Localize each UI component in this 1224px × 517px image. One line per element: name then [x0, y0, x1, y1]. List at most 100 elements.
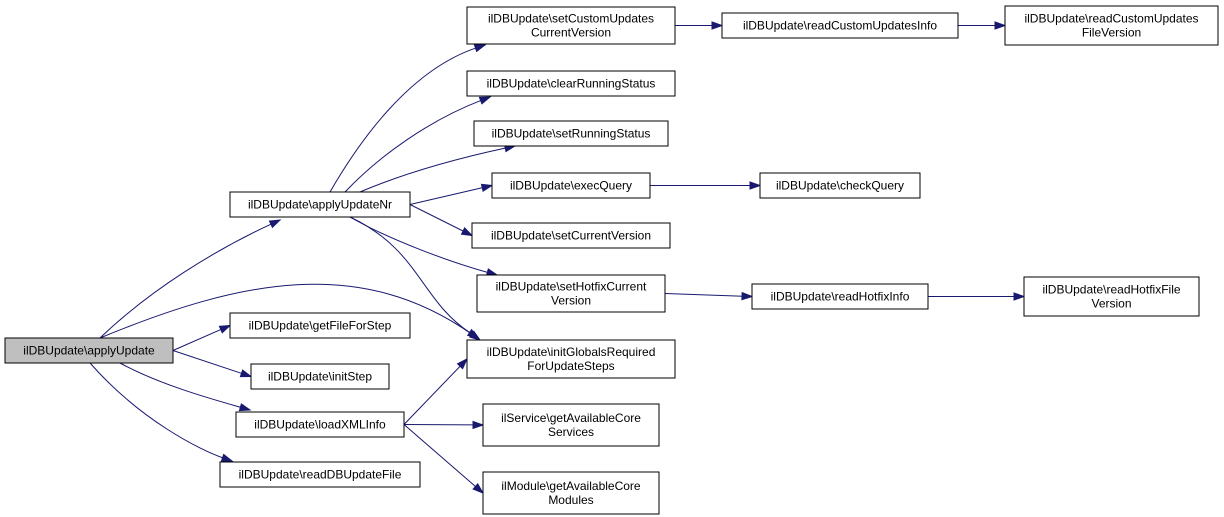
node-box — [721, 12, 959, 39]
node-box — [482, 471, 660, 515]
edge-line — [359, 147, 507, 193]
node-label: ilDBUpdate\applyUpdate — [23, 344, 155, 358]
node-clear-running-status[interactable]: ilDBUpdate\clearRunningStatus — [466, 70, 676, 97]
node-label: ilDBUpdate\clearRunningStatus — [487, 77, 656, 91]
edge-readHotfixInfo-to-readHotfixFileVersion — [928, 292, 1026, 301]
node-load-x-m-l-info[interactable]: ilDBUpdate\loadXMLInfo — [235, 411, 405, 438]
node-label: ForUpdateSteps — [527, 359, 614, 373]
edge-line — [99, 223, 273, 339]
node-set-running-status[interactable]: ilDBUpdate\setRunningStatus — [473, 120, 669, 147]
node-box — [751, 283, 929, 310]
node-box — [759, 172, 921, 199]
node-read-custom-updates-info[interactable]: ilDBUpdate\readCustomUpdatesInfo — [721, 12, 959, 39]
edge-line — [403, 424, 477, 488]
edge-line — [344, 99, 482, 193]
node-box — [1004, 5, 1219, 46]
node-box — [466, 339, 676, 379]
node-box — [250, 363, 390, 390]
edge-applyUpdate-to-applyUpdateNr — [99, 219, 282, 339]
node-box — [466, 70, 676, 97]
edge-line — [349, 216, 471, 334]
edge-setCustomUpdatesCurrentVersion-to-readCustomUpdatesInfo — [675, 21, 724, 30]
edge-line — [89, 362, 224, 459]
node-label: ilDBUpdate\readHotfixInfo — [771, 290, 910, 304]
node-label: ilService\getAvailableCore — [501, 411, 641, 425]
node-label: ilDBUpdate\applyUpdateNr — [248, 198, 392, 212]
node-label: ilDBUpdate\getFileForStep — [249, 319, 392, 333]
node-label: CurrentVersion — [531, 26, 611, 40]
node-label: Modules — [548, 493, 593, 507]
node-label: ilDBUpdate\setCurrentVersion — [491, 229, 651, 243]
node-label: ilDBUpdate\setCustomUpdates — [488, 12, 654, 26]
edge-line — [172, 350, 243, 375]
node-read-hotfix-info[interactable]: ilDBUpdate\readHotfixInfo — [751, 283, 929, 310]
edge-line — [172, 328, 223, 351]
edge-applyUpdateNr-to-setCustomUpdatesCurrentVersion — [329, 44, 487, 193]
edge-arrowhead — [268, 219, 282, 229]
edge-applyUpdate-to-initStep — [172, 350, 253, 378]
node-init-globals-required-for-update-steps[interactable]: ilDBUpdate\initGlobalsRequiredForUpdateS… — [466, 339, 676, 379]
edge-arrowhead — [473, 44, 487, 53]
node-read-d-b-update-file[interactable]: ilDBUpdate\readDBUpdateFile — [219, 461, 421, 488]
node-check-query[interactable]: ilDBUpdate\checkQuery — [759, 172, 921, 199]
node-label: Services — [548, 425, 594, 439]
node-apply-update[interactable]: ilDBUpdate\applyUpdate — [4, 337, 174, 364]
edge-arrowhead — [239, 369, 253, 378]
node-label: ilDBUpdate\initStep — [268, 370, 372, 384]
node-label: ilDBUpdate\readDBUpdateFile — [239, 468, 402, 482]
node-exec-query[interactable]: ilDBUpdate\execQuery — [491, 172, 651, 199]
edge-arrowhead — [749, 181, 762, 190]
node-box — [219, 461, 421, 488]
edge-arrowhead — [480, 183, 494, 192]
node-label: FileVersion — [1082, 26, 1141, 40]
edge-applyUpdateNr-to-initGlobalsRequiredForUpdateSteps — [349, 216, 480, 339]
edge-readCustomUpdatesInfo-to-readCustomUpdatesFileVersion — [958, 21, 1007, 30]
node-label: Version — [1091, 297, 1131, 311]
edge-applyUpdate-to-getFileForStep — [172, 324, 232, 351]
edge-line — [119, 362, 242, 408]
node-apply-update-nr[interactable]: ilDBUpdate\applyUpdateNr — [229, 191, 411, 218]
node-box — [229, 191, 411, 218]
node-label: ilDBUpdate\readCustomUpdates — [1024, 12, 1198, 26]
node-label: ilModule\getAvailableCore — [501, 479, 641, 493]
edge-applyUpdate-to-loadXMLInfo — [119, 362, 252, 412]
node-box — [4, 337, 174, 364]
edge-arrowhead — [1013, 292, 1026, 301]
node-label: ilDBUpdate\execQuery — [510, 179, 632, 193]
node-set-current-version[interactable]: ilDBUpdate\setCurrentVersion — [471, 222, 671, 249]
node-box — [473, 120, 669, 147]
edge-line — [99, 283, 473, 339]
node-label: ilDBUpdate\setRunningStatus — [492, 127, 651, 141]
edge-line — [409, 187, 484, 205]
edge-line — [403, 365, 462, 425]
edge-line — [409, 204, 465, 232]
node-init-step[interactable]: ilDBUpdate\initStep — [250, 363, 390, 390]
edge-arrowhead — [472, 482, 485, 494]
edge-arrowhead — [456, 357, 469, 370]
node-box — [466, 6, 676, 45]
node-label: ilDBUpdate\setHotfixCurrent — [496, 280, 647, 294]
edge-applyUpdate-to-readDBUpdateFile — [89, 362, 234, 462]
edge-arrowhead — [466, 328, 480, 339]
node-get-file-for-step[interactable]: ilDBUpdate\getFileForStep — [229, 312, 411, 339]
node-label: ilDBUpdate\loadXMLInfo — [254, 418, 386, 432]
node-box — [471, 222, 671, 249]
node-box — [235, 411, 405, 438]
edge-arrowhead — [994, 21, 1007, 30]
node-set-custom-updates-current-version[interactable]: ilDBUpdate\setCustomUpdatesCurrentVersio… — [466, 6, 676, 45]
edge-applyUpdateNr-to-execQuery — [409, 183, 494, 205]
edge-applyUpdateNr-to-clearRunningStatus — [344, 96, 492, 193]
node-box — [482, 403, 660, 447]
edge-arrowhead — [711, 21, 724, 30]
edge-execQuery-to-checkQuery — [650, 181, 762, 190]
node-box — [491, 172, 651, 199]
edge-arrowhead — [741, 291, 754, 301]
node-label: ilDBUpdate\initGlobalsRequired — [487, 345, 656, 359]
node-label: ilDBUpdate\readHotfixFile — [1042, 283, 1180, 297]
